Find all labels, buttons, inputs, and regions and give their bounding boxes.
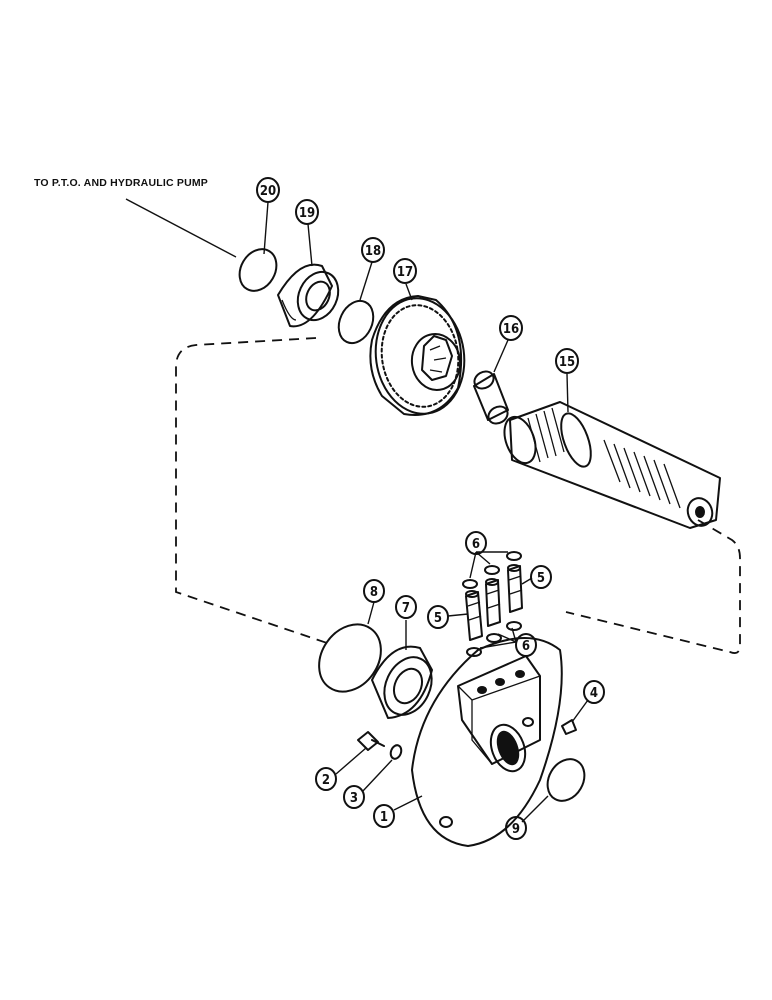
bearing-19 <box>277 263 340 328</box>
housing-1 <box>411 637 563 847</box>
svg-text:1: 1 <box>380 810 388 825</box>
svg-text:17: 17 <box>397 265 413 280</box>
valve-sleeve-5-right <box>507 564 523 613</box>
svg-text:15: 15 <box>559 355 575 370</box>
callout-2: 2 <box>315 767 337 791</box>
callout-3: 3 <box>343 785 365 809</box>
svg-text:18: 18 <box>365 244 381 259</box>
svg-text:5: 5 <box>537 571 545 586</box>
snap-ring-9 <box>546 758 586 802</box>
callout-20: 20 <box>256 177 280 203</box>
callout-8: 8 <box>363 579 385 603</box>
snap-ring-8 <box>318 623 382 693</box>
svg-text:4: 4 <box>590 686 598 701</box>
svg-text:6: 6 <box>472 537 480 552</box>
header-note: TO P.T.O. AND HYDRAULIC PUMP <box>34 177 208 189</box>
svg-text:9: 9 <box>512 822 520 837</box>
shaft-15 <box>503 401 721 529</box>
assembly-dashed-outline-right <box>565 519 741 654</box>
plug-4 <box>561 719 577 735</box>
header-arrow-line <box>125 198 237 258</box>
svg-text:16: 16 <box>503 322 519 337</box>
valve-sleeve-5-left <box>465 590 483 641</box>
svg-text:3: 3 <box>350 791 358 806</box>
snap-ring-20 <box>238 248 278 292</box>
bushing-16 <box>473 370 509 425</box>
callout-5-left: 5 <box>427 605 449 629</box>
leader-lines <box>263 201 589 823</box>
svg-text:6: 6 <box>522 639 530 654</box>
svg-text:2: 2 <box>322 773 330 788</box>
valve-sleeve-5-middle <box>485 578 501 627</box>
o-rings-6-top <box>462 551 522 589</box>
callout-4: 4 <box>583 680 605 704</box>
callout-9: 9 <box>505 816 527 840</box>
callout-19: 19 <box>295 199 319 225</box>
bolt-2 <box>357 731 385 751</box>
callout-15: 15 <box>555 348 579 374</box>
assembly-dashed-outline <box>175 337 337 647</box>
callout-6-top: 6 <box>465 531 487 555</box>
callout-5-right: 5 <box>530 565 552 589</box>
o-rings-6-bottom <box>466 621 522 657</box>
snap-ring-18 <box>337 299 375 345</box>
callout-1: 1 <box>373 804 395 828</box>
svg-text:19: 19 <box>299 206 315 221</box>
svg-text:7: 7 <box>402 601 410 616</box>
gear-17 <box>369 295 466 416</box>
callout-17: 17 <box>393 258 417 284</box>
callout-18: 18 <box>361 237 385 263</box>
callout-16: 16 <box>499 315 523 341</box>
svg-text:8: 8 <box>370 585 378 600</box>
bearing-7 <box>371 645 433 719</box>
callout-6-bottom: 6 <box>515 633 537 657</box>
svg-text:20: 20 <box>260 184 276 199</box>
callout-7: 7 <box>395 595 417 619</box>
washer-3 <box>389 744 403 760</box>
svg-text:5: 5 <box>434 611 442 626</box>
